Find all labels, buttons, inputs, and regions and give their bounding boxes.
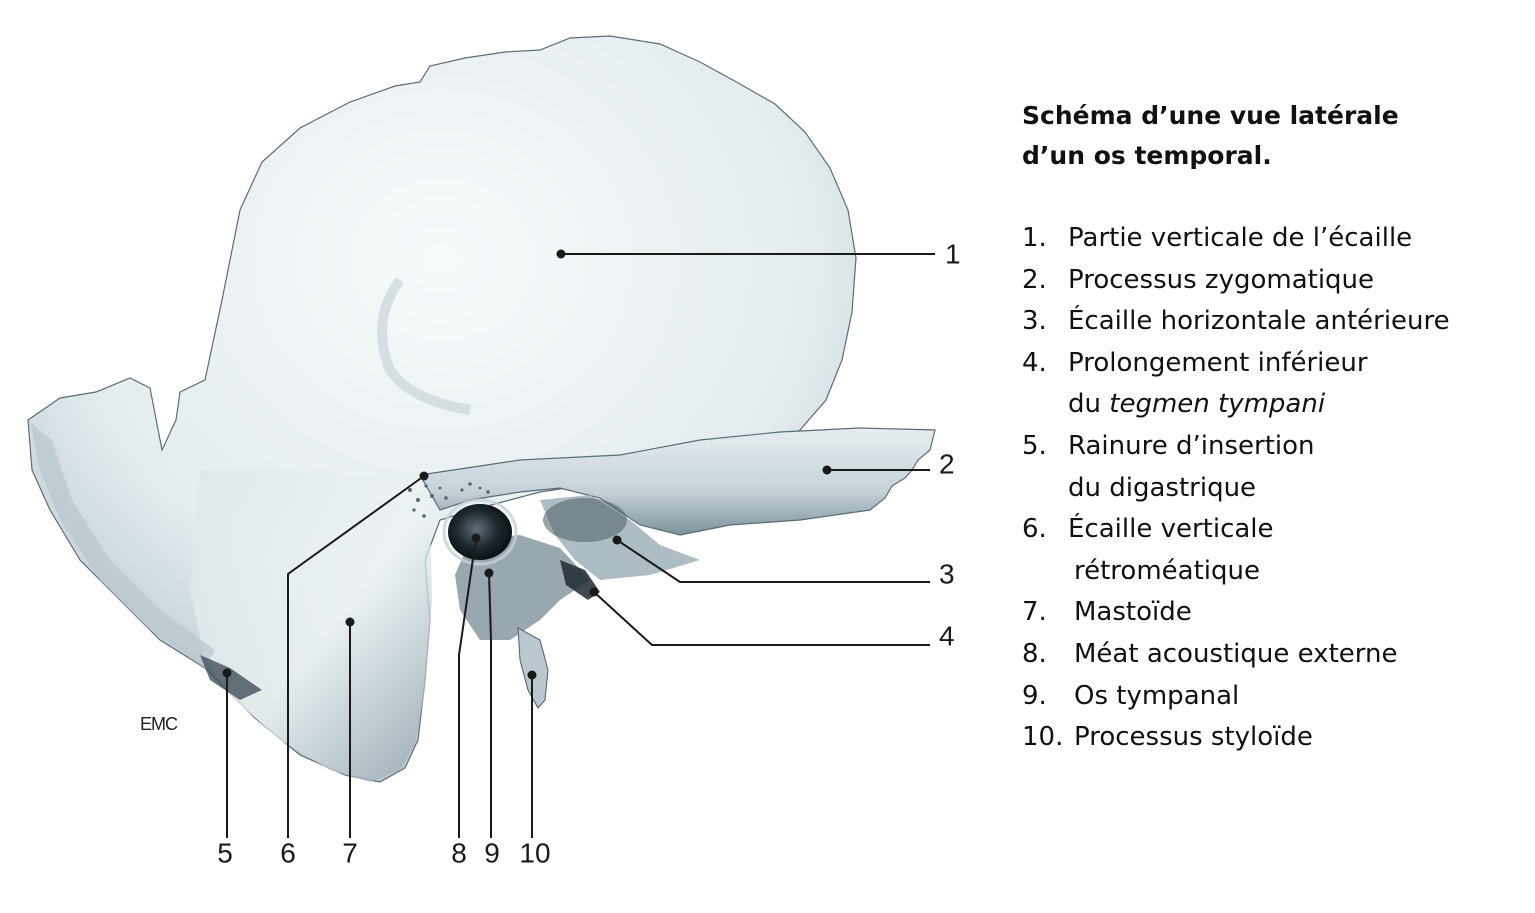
legend-item-label: Processus styloïde [1074,722,1313,753]
legend-item-number: 9. [1022,680,1047,711]
legend-item-label: Partie verticale de l’écaille [1068,223,1413,253]
legend-item-number: 3. [1022,306,1047,337]
legend-item-number: 1. [1022,223,1047,253]
leader-line-6 [287,475,425,838]
legend-title-line2: d’un os temporal. [1022,141,1272,170]
leader-line-4 [593,591,930,646]
legend-item: 7. Mastoïde [1022,592,1522,634]
squama-contour [377,277,471,415]
callout-8: 8 [451,837,467,868]
emc-logo: EMC [140,714,178,734]
tympanic-region-shape [455,535,590,640]
legend-item-prefix: du [1068,389,1110,420]
legend-item-number: 7. [1022,597,1047,628]
acoustic-meatus-shape [448,504,512,560]
legend-item: 4. Prolongement inférieur du tegmen tymp… [1022,343,1522,426]
legend-item-label-line2: rétroméatique [1074,555,1260,586]
legend-item: 10. Processus styloïde [1022,717,1522,759]
callout-10: 10 [519,837,550,868]
legend-item-number: 2. [1022,264,1047,295]
legend-item-number: 6. [1022,514,1047,545]
acoustic-meatus-rim [442,498,518,566]
callout-4: 4 [939,620,955,651]
legend-item: 5. Rainure d’insertion du digastrique [1022,426,1522,509]
mastoid-shape [190,470,432,782]
legend-item-label: Écaille horizontale antérieure [1068,306,1450,337]
legend-item: 9. Os tympanal [1022,676,1522,718]
legend-item: 2. Processus zygomatique [1022,260,1522,302]
callout-6: 6 [280,837,296,868]
legend-item-number: 4. [1022,347,1047,378]
legend-panel: Schéma d’une vue latérale d’un os tempor… [1022,96,1522,759]
legend-item-number: 8. [1022,638,1047,669]
leader-line-8 [458,537,477,838]
callout-1: 1 [945,238,961,269]
callout-5: 5 [217,837,233,868]
legend-item-label-line2: du digastrique [1068,472,1257,503]
legend-item-number: 5. [1022,430,1047,461]
legend-item-label: Rainure d’insertion [1068,430,1315,461]
legend-item: 6. Écaille verticale rétroméatique [1022,509,1522,592]
legend-item-number: 10. [1022,722,1064,753]
legend-item-label: Os tympanal [1074,680,1240,711]
legend-item-label: Écaille verticale [1068,514,1274,545]
leader-dots [222,249,832,680]
legend-item: 1. Partie verticale de l’écaille [1022,218,1522,260]
leader-line-3 [616,539,930,583]
legend-list: 1. Partie verticale de l’écaille 2. Proc… [1022,218,1522,759]
styloid-process-shape [517,627,549,709]
callout-2: 2 [939,448,955,479]
legend-item-label: Mastoïde [1074,597,1192,628]
posterior-border-shadow [30,422,215,668]
glenoid-fossa-shadow [543,498,627,542]
legend-item-label-line2: du tegmen tympani [1068,384,1522,426]
legend-item-label: Méat acoustique externe [1074,638,1398,669]
suprameatal-pores [408,482,490,518]
legend-item-label: Processus zygomatique [1068,264,1375,295]
callout-7: 7 [342,837,358,868]
legend-item-label: Prolongement inférieur [1068,347,1368,378]
leader-lines [226,253,935,838]
squama-shape [27,35,857,783]
callout-9: 9 [484,837,500,868]
leader-line-9 [488,572,492,838]
zygomatic-process-shape [419,427,936,536]
legend-item-italic: tegmen tympani [1109,389,1326,420]
legend-title-line1: Schéma d’une vue latérale [1022,101,1399,130]
legend-item: 3. Écaille horizontale antérieure [1022,301,1522,343]
callout-3: 3 [939,558,955,589]
temporal-bone-illustration: 1 2 3 4 5 6 7 8 9 10 EMC [27,35,961,868]
legend-item: 8. Méat acoustique externe [1022,634,1522,676]
legend-title: Schéma d’une vue latérale d’un os tempor… [1022,96,1522,176]
digastric-groove-shape [200,655,262,700]
